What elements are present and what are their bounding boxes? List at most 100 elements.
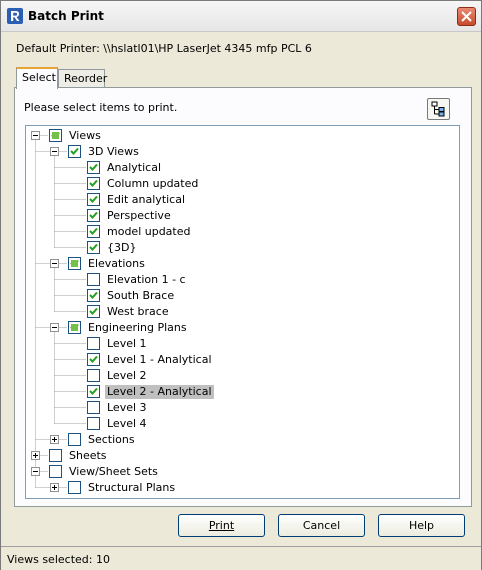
tree-node[interactable]: Column updated xyxy=(26,176,459,192)
print-button[interactable]: Print xyxy=(178,514,265,537)
tree-node-label[interactable]: View/Sheet Sets xyxy=(69,465,158,478)
tree-node-label[interactable]: Sections xyxy=(88,433,135,446)
tree-node-label[interactable]: Column updated xyxy=(107,177,199,190)
cancel-button[interactable]: Cancel xyxy=(278,514,365,537)
window-title: Batch Print xyxy=(28,9,104,23)
checkbox-unchecked[interactable] xyxy=(87,417,100,430)
checkbox-checked[interactable] xyxy=(87,161,100,174)
tree-node[interactable]: Level 2 xyxy=(26,368,459,384)
checkbox-partial[interactable] xyxy=(49,129,62,142)
checkbox-checked[interactable] xyxy=(87,353,100,366)
collapse-minus-icon[interactable] xyxy=(50,259,59,268)
tree-node-label[interactable]: Level 4 xyxy=(107,417,147,430)
collapse-minus-icon[interactable] xyxy=(50,323,59,332)
tree-node-label[interactable]: Structural Plans xyxy=(88,481,176,494)
tree-node-label[interactable]: Level 2 xyxy=(107,369,147,382)
default-printer: Default Printer: \\hslatl01\HP LaserJet … xyxy=(16,42,312,55)
checkbox-unchecked[interactable] xyxy=(87,369,100,382)
tree-node[interactable]: Engineering Plans xyxy=(26,320,459,336)
tree-node-label[interactable]: model updated xyxy=(107,225,191,238)
tree-node[interactable]: {3D} xyxy=(26,240,459,256)
status-count: 10 xyxy=(95,553,110,566)
instruction-text: Please select items to print. xyxy=(24,101,178,114)
tree-node-label[interactable]: Perspective xyxy=(107,209,171,222)
tree-connector-lines xyxy=(35,135,87,488)
check-mark-icon xyxy=(70,323,79,331)
tree-node-label[interactable]: South Brace xyxy=(107,289,175,302)
checkbox-unchecked[interactable] xyxy=(49,449,62,462)
title-bar[interactable]: Batch Print xyxy=(1,1,481,32)
tree-node[interactable]: View/Sheet Sets xyxy=(26,464,459,480)
tree-node-label[interactable]: Level 1 xyxy=(107,337,147,350)
checkbox-checked[interactable] xyxy=(87,193,100,206)
checkbox-checked[interactable] xyxy=(87,241,100,254)
tree-node[interactable]: Edit analytical xyxy=(26,192,459,208)
close-x-icon xyxy=(461,11,472,22)
tree-node[interactable]: Analytical xyxy=(26,160,459,176)
checkbox-checked[interactable] xyxy=(87,177,100,190)
status-bar: Views selected: 10 xyxy=(1,546,481,570)
tree-node[interactable]: Sections xyxy=(26,432,459,448)
checkbox-unchecked[interactable] xyxy=(87,401,100,414)
check-mark-icon xyxy=(70,147,79,155)
tab-reorder[interactable]: Reorder xyxy=(58,69,107,88)
tree-node-label[interactable]: Elevation 1 - c xyxy=(107,273,186,286)
tree-node-label[interactable]: Sheets xyxy=(69,449,107,462)
tab-select[interactable]: Select xyxy=(16,67,58,89)
checkbox-checked[interactable] xyxy=(87,209,100,222)
tree-node[interactable]: South Brace xyxy=(26,288,459,304)
checkbox-partial[interactable] xyxy=(68,257,81,270)
checkbox-unchecked[interactable] xyxy=(87,337,100,350)
close-button[interactable] xyxy=(457,7,476,26)
tree-node[interactable]: Level 1 - Analytical xyxy=(26,352,459,368)
expand-plus-icon[interactable] xyxy=(50,483,59,492)
tree-node-label[interactable]: Level 1 - Analytical xyxy=(107,353,212,366)
checkbox-unchecked[interactable] xyxy=(49,465,62,478)
checkbox-unchecked[interactable] xyxy=(68,433,81,446)
tree-node-label[interactable]: West brace xyxy=(107,305,169,318)
tree-node[interactable]: Level 3 xyxy=(26,400,459,416)
checkbox-partial[interactable] xyxy=(68,321,81,334)
tree-options-button[interactable] xyxy=(427,98,450,120)
tree-node[interactable]: West brace xyxy=(26,304,459,320)
tree-node-label[interactable]: Edit analytical xyxy=(107,193,186,206)
tree-node[interactable]: Views xyxy=(26,128,459,144)
checkbox-checked[interactable] xyxy=(87,289,100,302)
tree-node-label[interactable]: 3D Views xyxy=(88,145,139,158)
tree-node-label[interactable]: Views xyxy=(69,129,101,142)
check-mark-icon xyxy=(70,259,79,267)
help-button[interactable]: Help xyxy=(378,514,465,537)
checkbox-unchecked[interactable] xyxy=(87,273,100,286)
tree-node[interactable]: Structural Plans xyxy=(26,480,459,496)
tree-node[interactable]: Level 1 xyxy=(26,336,459,352)
checkbox-checked[interactable] xyxy=(87,225,100,238)
tree-node-label[interactable]: {3D} xyxy=(107,241,137,254)
collapse-minus-icon[interactable] xyxy=(31,131,40,140)
tree-node-label[interactable]: Level 3 xyxy=(107,401,147,414)
tree-node[interactable]: Level 4 xyxy=(26,416,459,432)
status-label: Views selected: xyxy=(7,553,93,566)
checkbox-checked[interactable] xyxy=(68,145,81,158)
tree-node[interactable]: Elevation 1 - c xyxy=(26,272,459,288)
expand-plus-icon[interactable] xyxy=(50,435,59,444)
checkbox-unchecked[interactable] xyxy=(68,481,81,494)
tab-select-label: Select xyxy=(22,71,56,84)
tree-node[interactable]: Perspective xyxy=(26,208,459,224)
tree-node-label[interactable]: Analytical xyxy=(107,161,162,174)
tree-node-label[interactable]: Level 2 - Analytical xyxy=(105,385,214,399)
tree-node[interactable]: Sheets xyxy=(26,448,459,464)
print-button-label: Print xyxy=(208,519,235,532)
tree-node[interactable]: model updated xyxy=(26,224,459,240)
tree-node-label[interactable]: Elevations xyxy=(88,257,145,270)
checkbox-checked[interactable] xyxy=(87,305,100,318)
checkbox-checked[interactable] xyxy=(87,385,100,398)
tree-node-label[interactable]: Engineering Plans xyxy=(88,321,187,334)
expand-plus-icon[interactable] xyxy=(31,451,40,460)
tree-node[interactable]: 3D Views xyxy=(26,144,459,160)
collapse-minus-icon[interactable] xyxy=(31,467,40,476)
collapse-minus-icon[interactable] xyxy=(50,147,59,156)
tree-node[interactable]: Level 2 - Analytical xyxy=(26,384,459,400)
tree-node[interactable]: Elevations xyxy=(26,256,459,272)
